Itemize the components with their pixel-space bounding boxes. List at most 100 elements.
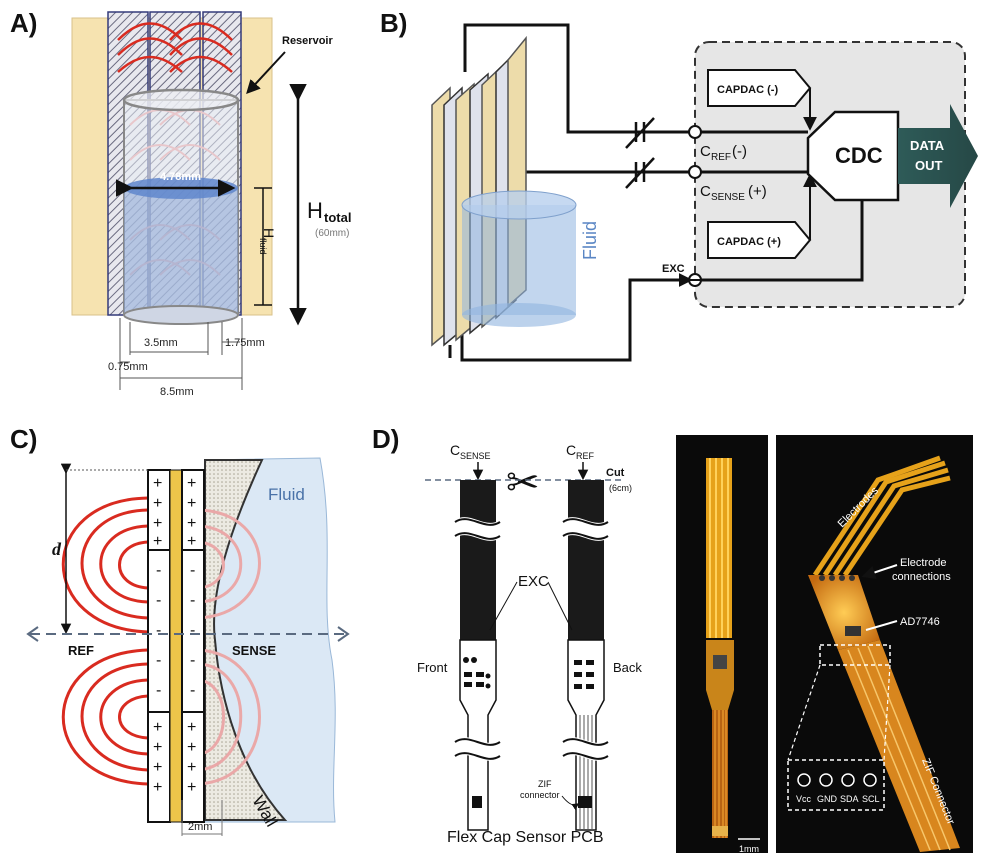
plus-sign: + xyxy=(153,475,162,492)
minus-sign: - xyxy=(190,652,195,669)
data-out-line1: DATA xyxy=(910,138,945,153)
cref-sub: REF xyxy=(711,152,731,163)
pin-vcc: Vcc xyxy=(796,794,812,804)
capdac-plus-label: CAPDAC (+) xyxy=(717,236,781,248)
plus-sign: + xyxy=(153,719,162,736)
cref-main-d: C xyxy=(566,442,576,458)
h-total-main: H xyxy=(307,198,323,223)
panel-a-label: A) xyxy=(10,8,37,38)
plus-sign: + xyxy=(187,495,196,512)
photo-pcb-straight-content xyxy=(706,458,734,838)
plus-sign: + xyxy=(187,719,196,736)
capdac-plus-box xyxy=(707,221,812,259)
h-fluid-main: H xyxy=(261,228,277,238)
electrode-right-c xyxy=(181,469,205,823)
pcb-back-upper xyxy=(568,480,604,640)
minus-sign: - xyxy=(156,592,161,609)
electrode-connections-1: Electrode xyxy=(900,557,946,569)
cdc-block xyxy=(806,110,900,202)
csense-terminal xyxy=(688,165,702,179)
ref-label: REF xyxy=(68,643,94,658)
h-fluid-sub: fluid xyxy=(258,238,268,255)
scale-label: 1mm xyxy=(739,844,759,854)
break-mark xyxy=(455,517,500,541)
minus-sign: - xyxy=(190,682,195,699)
fluid-label-c: Fluid xyxy=(268,485,305,504)
h-fluid-label: H fluid xyxy=(258,228,277,255)
minus-sign: - xyxy=(190,592,195,609)
zoom-pin-box xyxy=(787,759,885,811)
csense-suffix: (+) xyxy=(748,183,767,200)
axis-arrow-right xyxy=(337,626,350,642)
dim-2mm: 2mm xyxy=(188,821,212,833)
panel-d-label: D) xyxy=(372,424,399,454)
minus-sign: - xyxy=(156,682,161,699)
plus-sign: + xyxy=(153,495,162,512)
axis-arrow-left xyxy=(26,626,39,642)
fluid-cylinder-body xyxy=(462,205,576,315)
pin-scl: SCL xyxy=(862,794,880,804)
cut-label: Cut xyxy=(606,467,625,479)
plus-sign: + xyxy=(187,779,196,796)
plus-sign: + xyxy=(153,533,162,550)
data-out-arrow xyxy=(898,104,978,208)
pcb-front xyxy=(454,480,501,831)
csense-sub: SENSE xyxy=(711,192,745,203)
minus-sign: - xyxy=(190,562,195,579)
plus-sign: + xyxy=(153,515,162,532)
zoom-guide xyxy=(883,664,891,761)
diameter-label: 4.78mm xyxy=(160,171,201,183)
cref-terminal xyxy=(688,125,702,139)
pin-sda: SDA xyxy=(840,794,859,804)
electrode-connections-pointer xyxy=(861,564,898,580)
exc-pointer-front xyxy=(489,581,518,631)
dim-1-75mm: 1.75mm xyxy=(225,337,265,349)
variable-capacitor-ref xyxy=(625,117,655,149)
exc-pointer-back xyxy=(547,581,573,631)
plus-sign: + xyxy=(187,533,196,550)
panel-b: B) Fluid xyxy=(380,8,978,362)
plus-sign: + xyxy=(153,759,162,776)
h-total-note: (60mm) xyxy=(315,228,349,239)
cref-main: C xyxy=(700,143,711,160)
pcb-back xyxy=(562,480,609,831)
cut-note: (6cm) xyxy=(609,483,632,493)
pin-labels: Vcc GND SDA SCL xyxy=(796,794,880,804)
fluid-cylinder-top xyxy=(461,190,577,220)
pcb-title: Flex Cap Sensor PCB xyxy=(447,829,604,846)
cref-sub-d: REF xyxy=(576,451,595,461)
plus-sign: + xyxy=(187,515,196,532)
reservoir-label: Reservoir xyxy=(282,35,333,47)
pin-pads xyxy=(797,773,877,787)
reservoir-top xyxy=(122,88,240,112)
d-label: d xyxy=(52,539,62,559)
zif-label-1: ZIF xyxy=(538,779,552,789)
minus-sign: - xyxy=(156,622,161,639)
panel-c-label: C) xyxy=(10,424,37,454)
field-lines-left xyxy=(61,496,149,786)
ad7746-pointer xyxy=(865,620,898,631)
dim-0-75mm: 0.75mm xyxy=(108,361,148,373)
zoom-source-box xyxy=(819,644,891,666)
panel-c: C) Fluid Wall xyxy=(10,424,350,836)
reservoir-pointer xyxy=(246,51,286,95)
fluid-column xyxy=(124,188,238,315)
capdac-minus-label: CAPDAC (-) xyxy=(717,84,778,96)
csense-main-d: C xyxy=(450,442,460,458)
exc-label-b: EXC xyxy=(662,263,685,275)
cdc-label: CDC xyxy=(835,143,883,168)
field-lines-right xyxy=(197,508,261,786)
variable-capacitor-sense xyxy=(625,157,655,189)
zif-label-2: connector xyxy=(520,790,560,800)
plus-sign: + xyxy=(187,475,196,492)
electrode-connections-2: connections xyxy=(892,571,951,583)
zoom-guide xyxy=(787,664,821,761)
field-lines-upper xyxy=(117,22,233,73)
h-total-sub: total xyxy=(324,210,351,225)
sense-label: SENSE xyxy=(232,643,276,658)
plus-sign: + xyxy=(187,759,196,776)
capdac-minus-box xyxy=(707,69,812,107)
fluid-cylinder-bottom xyxy=(462,303,576,327)
cref-suffix: (-) xyxy=(732,143,747,160)
